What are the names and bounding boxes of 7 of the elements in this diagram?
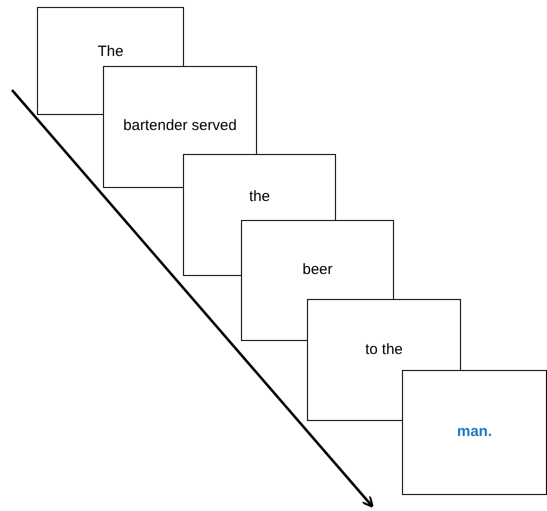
stimulus-word: the <box>249 188 270 205</box>
stimulus-word: man. <box>456 423 492 440</box>
stimulus-word: beer <box>302 261 333 278</box>
word-card <box>402 370 547 495</box>
stimulus-word: to the <box>365 341 403 358</box>
stimulus-word: The <box>98 43 124 60</box>
stimulus-word: bartender served <box>123 117 237 134</box>
